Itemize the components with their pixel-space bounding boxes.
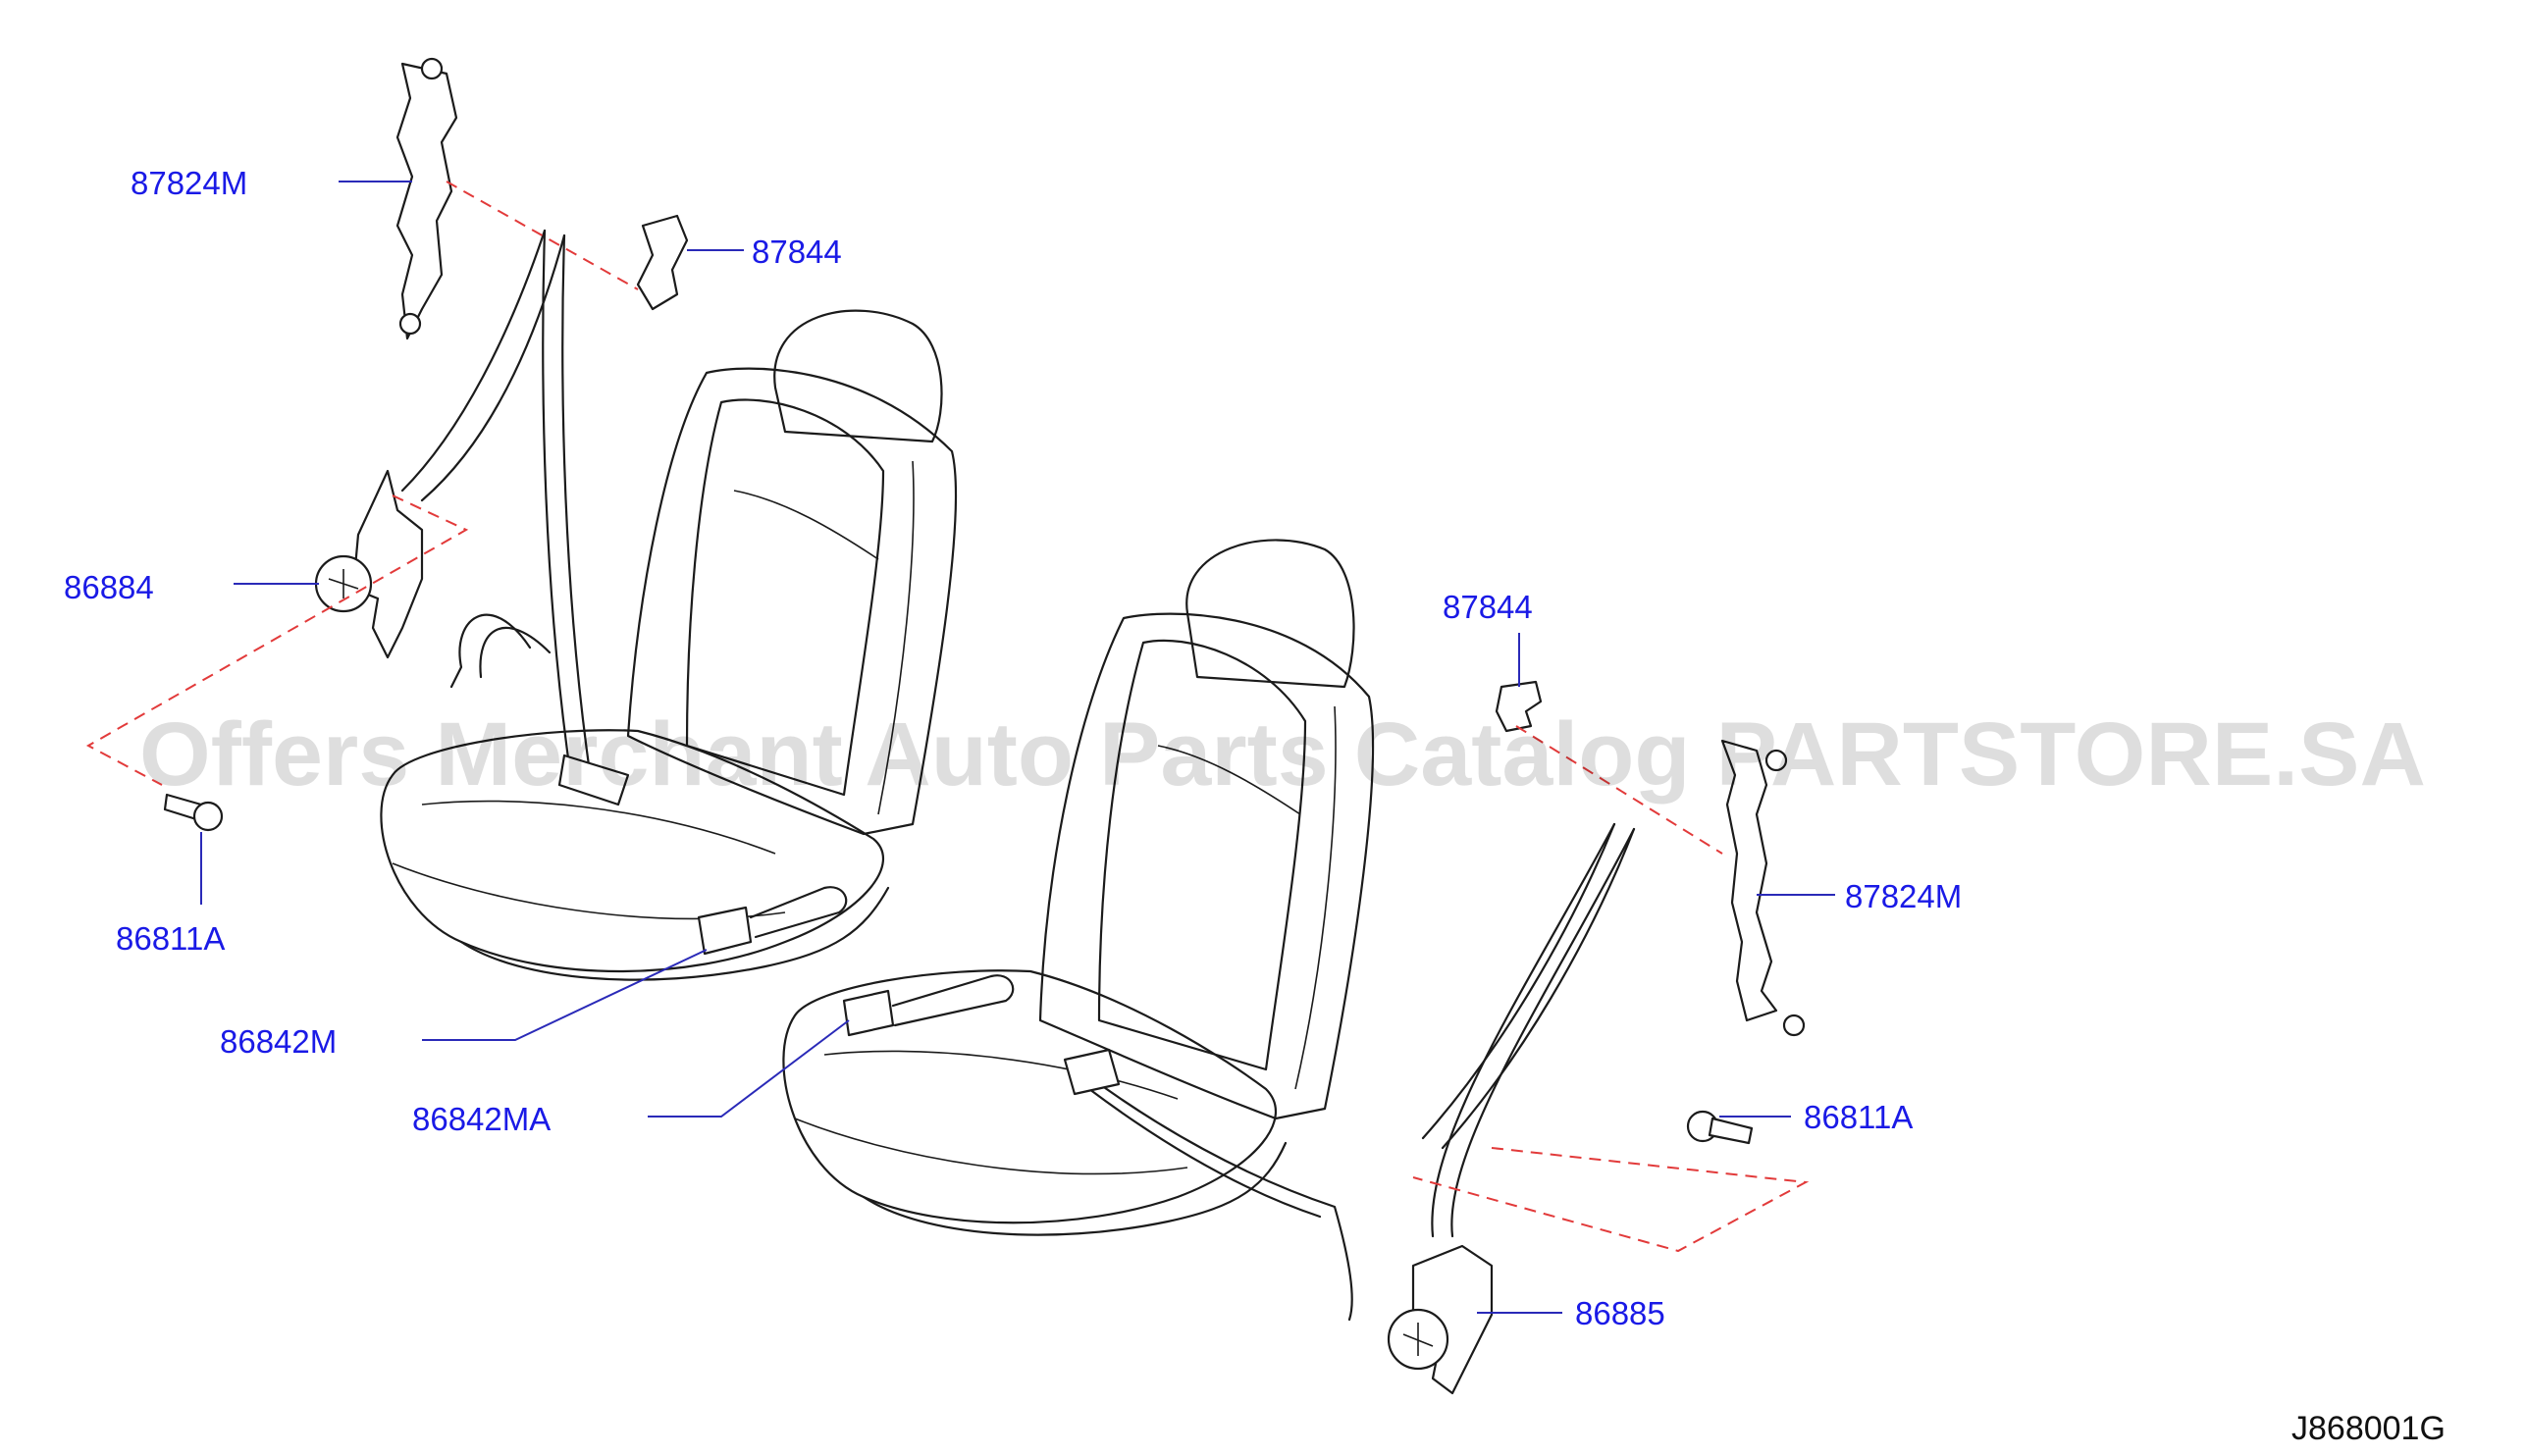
right-height-adjuster: [1495, 680, 1543, 733]
label-87844-right: 87844: [1443, 589, 1533, 625]
watermark-text: Offers Merchant Auto Parts Catalog PARTS…: [139, 704, 2426, 805]
right-retractor: [1387, 1244, 1494, 1395]
right-seat: [782, 539, 1636, 1322]
left-anchor-bracket: [395, 57, 458, 340]
right-bolt: [1686, 1110, 1754, 1145]
diagram-code: J868001G: [2291, 1410, 2446, 1447]
label-86842m: 86842M: [220, 1023, 337, 1060]
label-86884: 86884: [64, 569, 154, 605]
label-87844-left: 87844: [752, 234, 842, 270]
label-87824m-left: 87824M: [131, 165, 247, 201]
label-86842ma: 86842MA: [412, 1101, 551, 1137]
label-86811a-left: 86811A: [116, 920, 225, 957]
assembly-dashed-lines: [85, 181, 1810, 1253]
label-87824m-right: 87824M: [1845, 878, 1962, 914]
leader-lines: [200, 181, 1835, 1314]
left-retractor: [314, 469, 424, 659]
left-height-adjuster: [636, 214, 689, 311]
label-86885: 86885: [1575, 1295, 1665, 1331]
left-seat: [380, 229, 958, 981]
right-anchor-bracket: [1720, 739, 1806, 1037]
left-bolt: [163, 793, 224, 832]
label-86811a-right: 86811A: [1804, 1099, 1913, 1135]
